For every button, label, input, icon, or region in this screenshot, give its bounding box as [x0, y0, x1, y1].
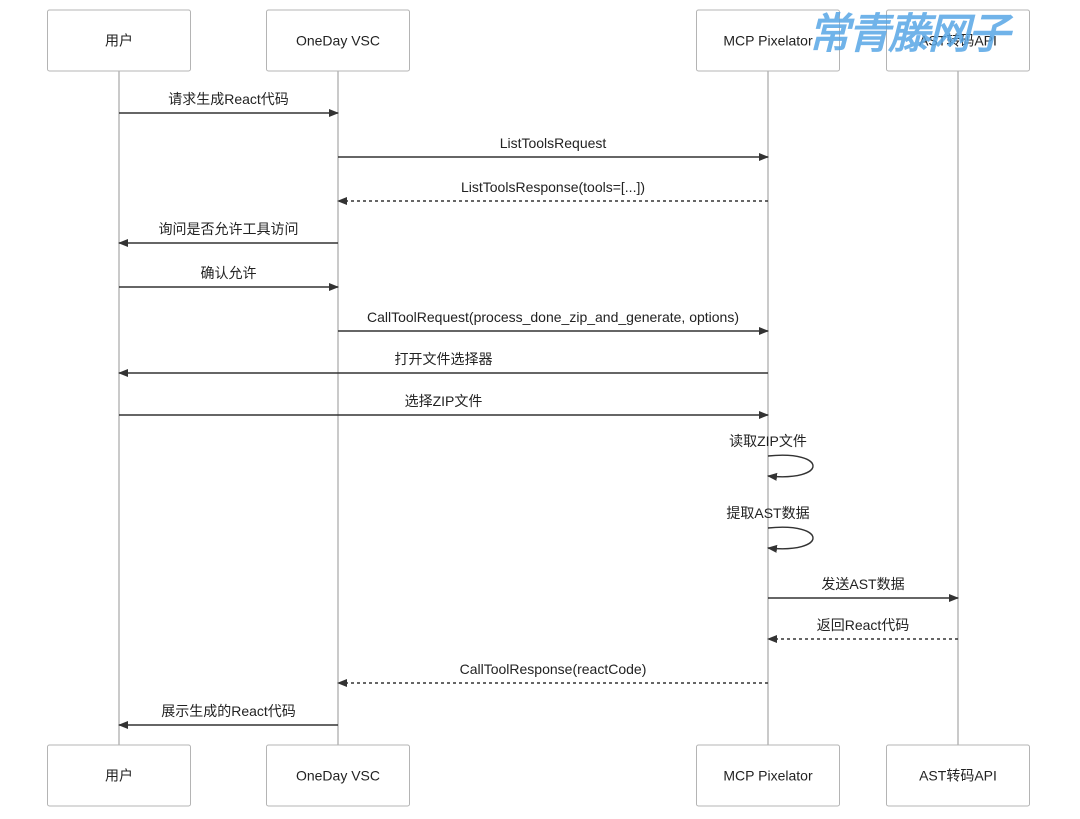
message-label: 请求生成React代码	[168, 91, 289, 107]
message-label: 选择ZIP文件	[405, 393, 483, 409]
participant-label: AST转码API	[919, 768, 997, 784]
message-1: 请求生成React代码	[119, 91, 339, 117]
participant-top-user: 用户	[47, 9, 191, 72]
message-label: ListToolsRequest	[500, 135, 607, 151]
participant-box	[886, 9, 1030, 72]
message-label: 展示生成的React代码	[161, 703, 296, 719]
participant-bottom-mcp-pixelator: MCP Pixelator	[696, 744, 840, 807]
participant-label: OneDay VSC	[296, 33, 380, 49]
self-message-arrow	[767, 454, 814, 481]
participant-box	[696, 744, 840, 807]
participant-box	[886, 744, 1030, 807]
message-label: 提取AST数据	[726, 505, 809, 521]
message-label: 读取ZIP文件	[729, 433, 807, 449]
message-13: CallToolResponse(reactCode)	[337, 661, 768, 687]
participant-bottom-user: 用户	[47, 744, 191, 807]
participant-label: 用户	[105, 768, 133, 784]
participant-top-ast-api: AST转码API	[886, 9, 1030, 72]
message-label: 询问是否允许工具访问	[159, 221, 299, 237]
message-6: CallToolRequest(process_done_zip_and_gen…	[338, 309, 769, 335]
message-2: ListToolsRequest	[338, 135, 769, 161]
message-label: 返回React代码	[817, 617, 910, 633]
message-label: 打开文件选择器	[395, 351, 493, 367]
participant-top-oneday-vsc: OneDay VSC	[266, 9, 410, 72]
participant-box	[696, 9, 840, 72]
message-label: ListToolsResponse(tools=[...])	[461, 179, 645, 195]
message-9: 读取ZIP文件	[729, 433, 814, 481]
message-12: 返回React代码	[767, 617, 958, 643]
self-message-arrow	[767, 526, 814, 553]
message-7: 打开文件选择器	[118, 351, 768, 377]
participant-box	[266, 744, 410, 807]
message-3: ListToolsResponse(tools=[...])	[337, 179, 768, 205]
participant-bottom-oneday-vsc: OneDay VSC	[266, 744, 410, 807]
message-11: 发送AST数据	[768, 576, 959, 602]
participant-label: AST转码API	[919, 33, 997, 49]
message-label: CallToolRequest(process_done_zip_and_gen…	[367, 309, 739, 325]
participant-box	[47, 744, 191, 807]
participant-box	[266, 9, 410, 72]
message-8: 选择ZIP文件	[119, 393, 769, 419]
participant-label: MCP Pixelator	[723, 768, 813, 784]
message-10: 提取AST数据	[726, 505, 814, 553]
participant-label: OneDay VSC	[296, 768, 380, 784]
message-5: 确认允许	[119, 265, 339, 291]
participant-bottom-ast-api: AST转码API	[886, 744, 1030, 807]
message-14: 展示生成的React代码	[118, 703, 338, 729]
message-label: CallToolResponse(reactCode)	[460, 661, 647, 677]
message-label: 确认允许	[201, 265, 257, 281]
message-label: 发送AST数据	[821, 576, 904, 592]
message-4: 询问是否允许工具访问	[118, 221, 338, 247]
participant-box	[47, 9, 191, 72]
participant-top-mcp-pixelator: MCP Pixelator	[696, 9, 840, 72]
participant-label: 用户	[105, 33, 133, 49]
participant-label: MCP Pixelator	[723, 33, 813, 49]
